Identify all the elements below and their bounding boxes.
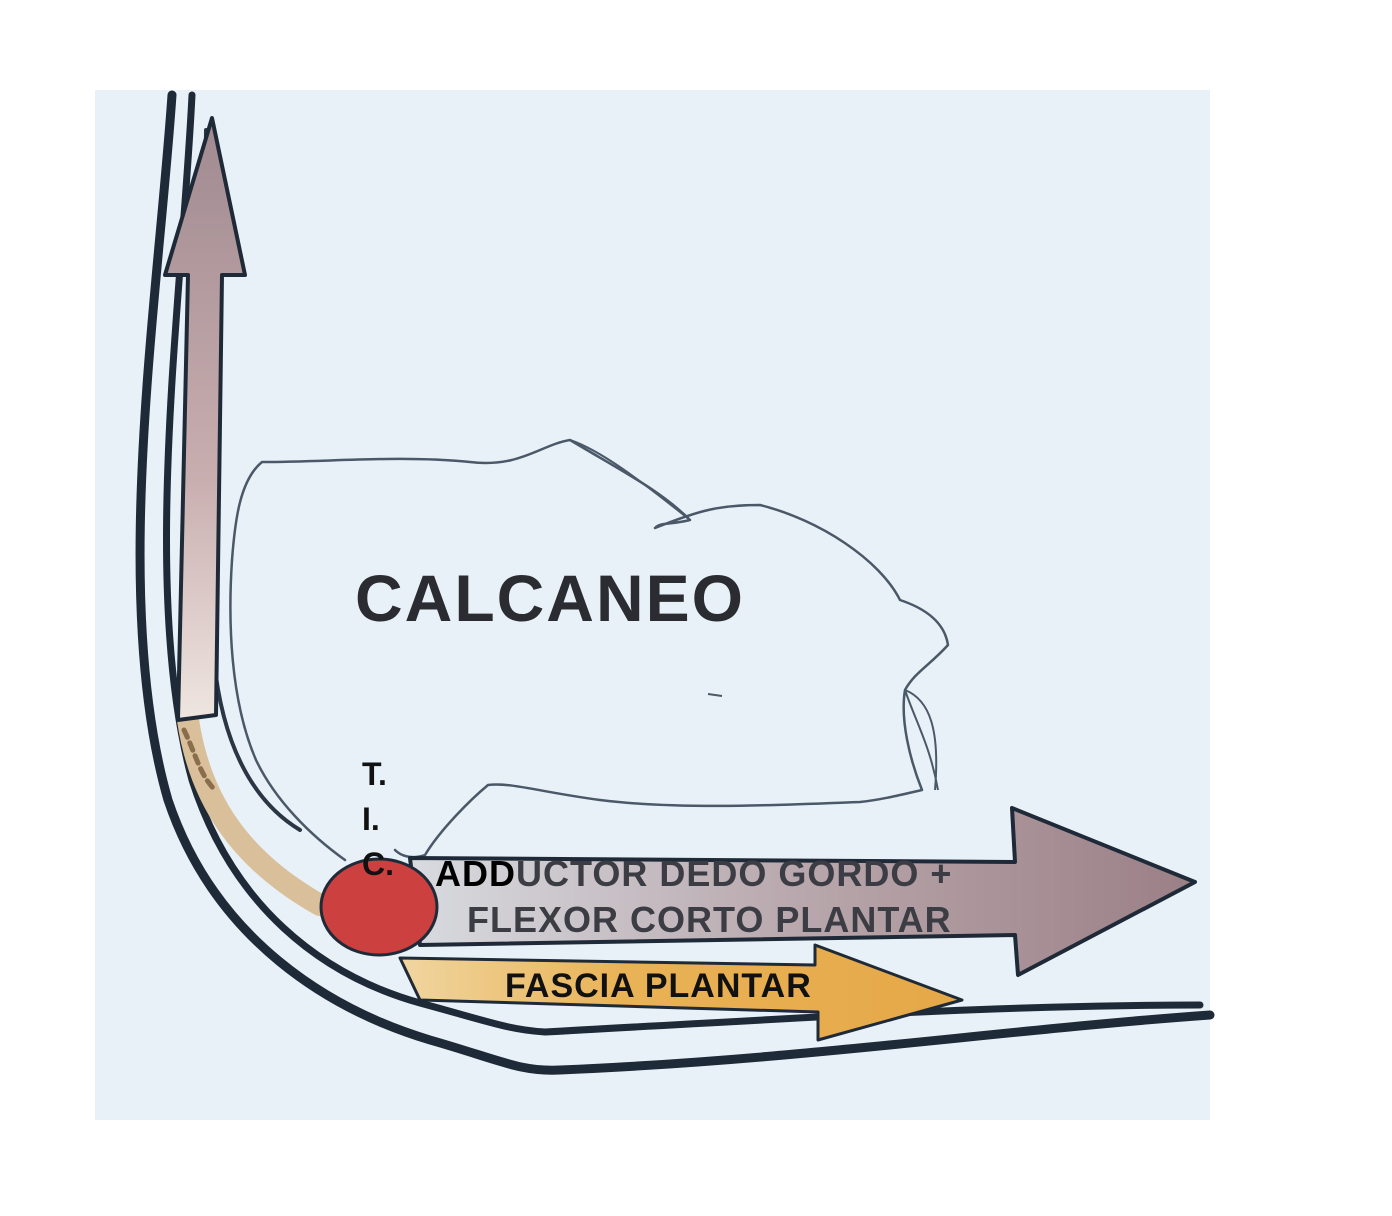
adductor-label-rest: UCTOR DEDO GORDO + [516,853,953,894]
calcaneus-left-edge [229,558,347,862]
calcaneo-label: CALCANEO [355,561,745,635]
adductor-flexor-arrow [408,806,1197,977]
calcaneus-outline [230,438,950,859]
calcaneus-tick [707,693,723,697]
achilles-up-arrow [163,116,247,722]
tic-point [319,857,439,957]
fascia-plantar-arrow [398,943,964,1042]
tic-label: T. I. C. [362,756,394,882]
tendon-band-detail [181,727,218,793]
calcaneus-detail-2 [904,689,939,791]
adductor-label-prefix: ADD [435,853,516,894]
skin-outer-contour [135,90,1215,1075]
adductor-label: ADDUCTOR DEDO GORDO + [435,853,952,895]
calcaneus-detail-1 [569,439,691,521]
flexor-label: FLEXOR CORTO PLANTAR [467,899,952,940]
fascia-plantar-label: FASCIA PLANTAR [505,967,812,1005]
